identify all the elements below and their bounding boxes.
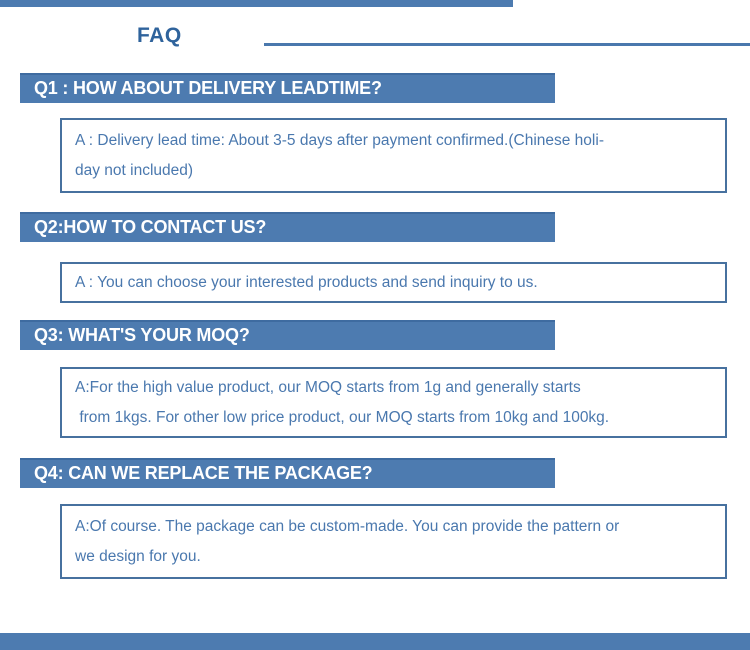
page-title: FAQ [137, 24, 182, 47]
question-3-header: Q3: WHAT'S YOUR MOQ? [20, 320, 555, 350]
question-1-header: Q1 : HOW ABOUT DELIVERY LEADTIME? [20, 73, 555, 103]
answer-3-box: A:For the high value product, our MOQ st… [60, 367, 727, 438]
answer-1-line-1: A : Delivery lead time: About 3-5 days a… [75, 131, 604, 149]
question-4-header: Q4: CAN WE REPLACE THE PACKAGE? [20, 458, 555, 488]
answer-2-line-1: A : You can choose your interested produ… [75, 273, 538, 291]
answer-2-box: A : You can choose your interested produ… [60, 262, 727, 303]
top-accent-bar [0, 0, 513, 7]
question-2-header: Q2:HOW TO CONTACT US? [20, 212, 555, 242]
title-divider-line [264, 43, 750, 46]
bottom-accent-bar [0, 633, 750, 650]
answer-3-line-2: from 1kgs. For other low price product, … [75, 408, 610, 426]
answer-4-line-1: A:Of course. The package can be custom-m… [75, 517, 620, 535]
answer-3-line-1: A:For the high value product, our MOQ st… [75, 378, 581, 396]
answer-4-line-2: we design for you. [75, 547, 201, 565]
answer-4-box: A:Of course. The package can be custom-m… [60, 504, 727, 579]
answer-1-box: A : Delivery lead time: About 3-5 days a… [60, 118, 727, 193]
answer-1-line-2: day not included) [75, 161, 194, 179]
